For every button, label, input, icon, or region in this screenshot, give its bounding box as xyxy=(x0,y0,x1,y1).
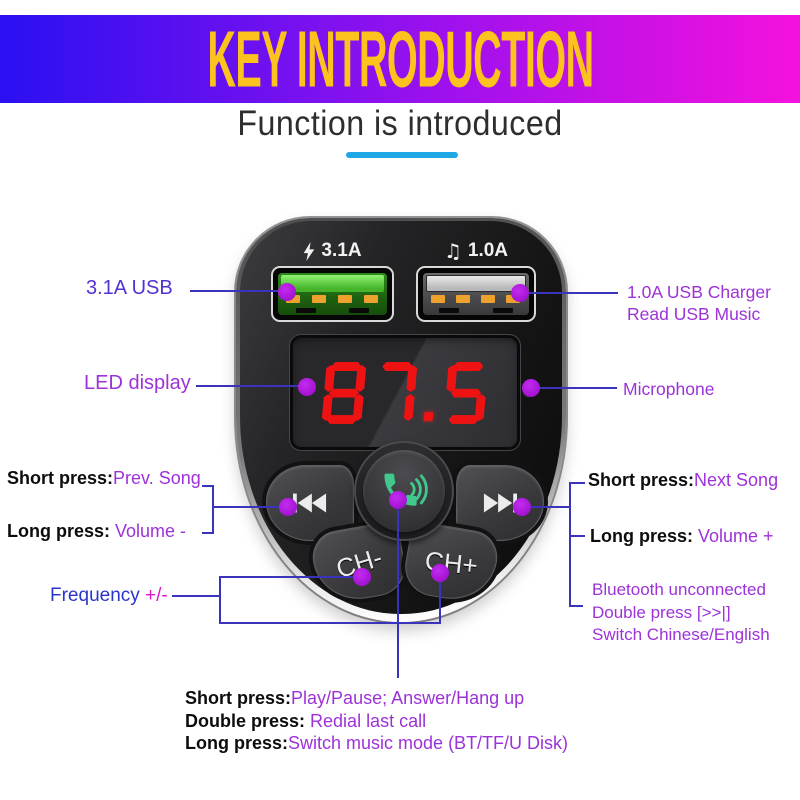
label-led-display: LED display xyxy=(84,372,191,394)
connector-line-mic xyxy=(531,387,617,389)
lightning-icon xyxy=(304,241,315,261)
callout-dot-ch-minus xyxy=(353,568,371,586)
label-microphone: Microphone xyxy=(623,379,715,399)
connector-line-call xyxy=(397,500,399,678)
label-frequency: Frequency +/- xyxy=(50,585,168,606)
label-next-short: Short press:Next Song xyxy=(588,470,779,490)
callout-dot-ch-plus xyxy=(431,564,449,582)
port-label-3-1a: 3.1A xyxy=(271,240,394,262)
connector-line-freq xyxy=(172,595,219,597)
port-label-1-0a: ♫ 1.0A xyxy=(443,239,509,263)
next-track-icon xyxy=(483,493,517,513)
label-call-long: Long press:Switch music mode (BT/TF/U Di… xyxy=(185,733,569,753)
prev-track-icon xyxy=(293,493,327,513)
label-usb-left: 3.1A USB xyxy=(86,277,173,299)
bracket-tick xyxy=(569,535,585,537)
bracket-tick xyxy=(569,482,585,484)
callout-dot-call xyxy=(389,491,407,509)
label-usb-right: 1.0A USB Charger Read USB Music xyxy=(627,282,771,324)
usb-tongue xyxy=(426,275,526,292)
callout-dot-mic xyxy=(522,379,540,397)
callout-dot-next xyxy=(513,498,531,516)
page-subtitle: Function is introduced xyxy=(237,104,563,143)
label-bluetooth-block: Bluetooth unconnected Double press [>>|]… xyxy=(592,580,770,644)
banner-title: KEY INTRODUCTION xyxy=(206,14,594,104)
bracket-left xyxy=(212,485,214,534)
led-display-panel xyxy=(289,334,521,451)
music-note-icon: ♫ xyxy=(443,239,462,263)
usb-tongue xyxy=(281,275,384,292)
label-prev-short: Short press:Prev. Song xyxy=(7,468,201,488)
bracket-right xyxy=(569,482,571,607)
connector-line-next xyxy=(522,506,570,508)
led-display-value xyxy=(321,362,488,424)
connector-line-ch-plus xyxy=(439,573,441,624)
call-button-ring xyxy=(354,441,454,541)
phone-icon xyxy=(384,473,428,506)
subtitle-underline xyxy=(346,152,458,158)
connector-line-ch-plus-bottom xyxy=(219,622,441,624)
label-call-short: Short press:Play/Pause; Answer/Hang up xyxy=(185,688,525,708)
usb-port-3-1a[interactable] xyxy=(271,266,394,322)
call-button[interactable] xyxy=(363,450,445,532)
bracket-tick xyxy=(569,605,583,607)
connector-line-usb-left xyxy=(190,290,287,292)
connector-line-ch-minus xyxy=(219,576,362,578)
label-prev-long: Long press: Volume - xyxy=(7,521,187,541)
banner: KEY INTRODUCTION xyxy=(0,14,800,104)
label-call-double: Double press: Redial last call xyxy=(185,710,427,731)
connector-line-prev xyxy=(213,506,289,508)
callout-dot-usb-right xyxy=(511,284,529,302)
callout-dot-usb-left xyxy=(278,283,296,301)
callout-dot-prev xyxy=(279,498,297,516)
bracket-tick xyxy=(202,485,213,487)
connector-line-usb-right xyxy=(520,292,618,294)
label-call-button-block: Short press:Play/Pause; Answer/Hang up D… xyxy=(185,687,568,755)
callout-dot-led xyxy=(298,378,316,396)
car-charger-device: 3.1A ♫ 1.0A xyxy=(240,221,562,614)
bracket-freq xyxy=(219,576,221,624)
label-next-long: Long press: Volume + xyxy=(590,526,774,546)
bracket-tick xyxy=(202,532,213,534)
device-chrome-rim: 3.1A ♫ 1.0A xyxy=(236,218,566,622)
connector-line-led xyxy=(196,385,307,387)
